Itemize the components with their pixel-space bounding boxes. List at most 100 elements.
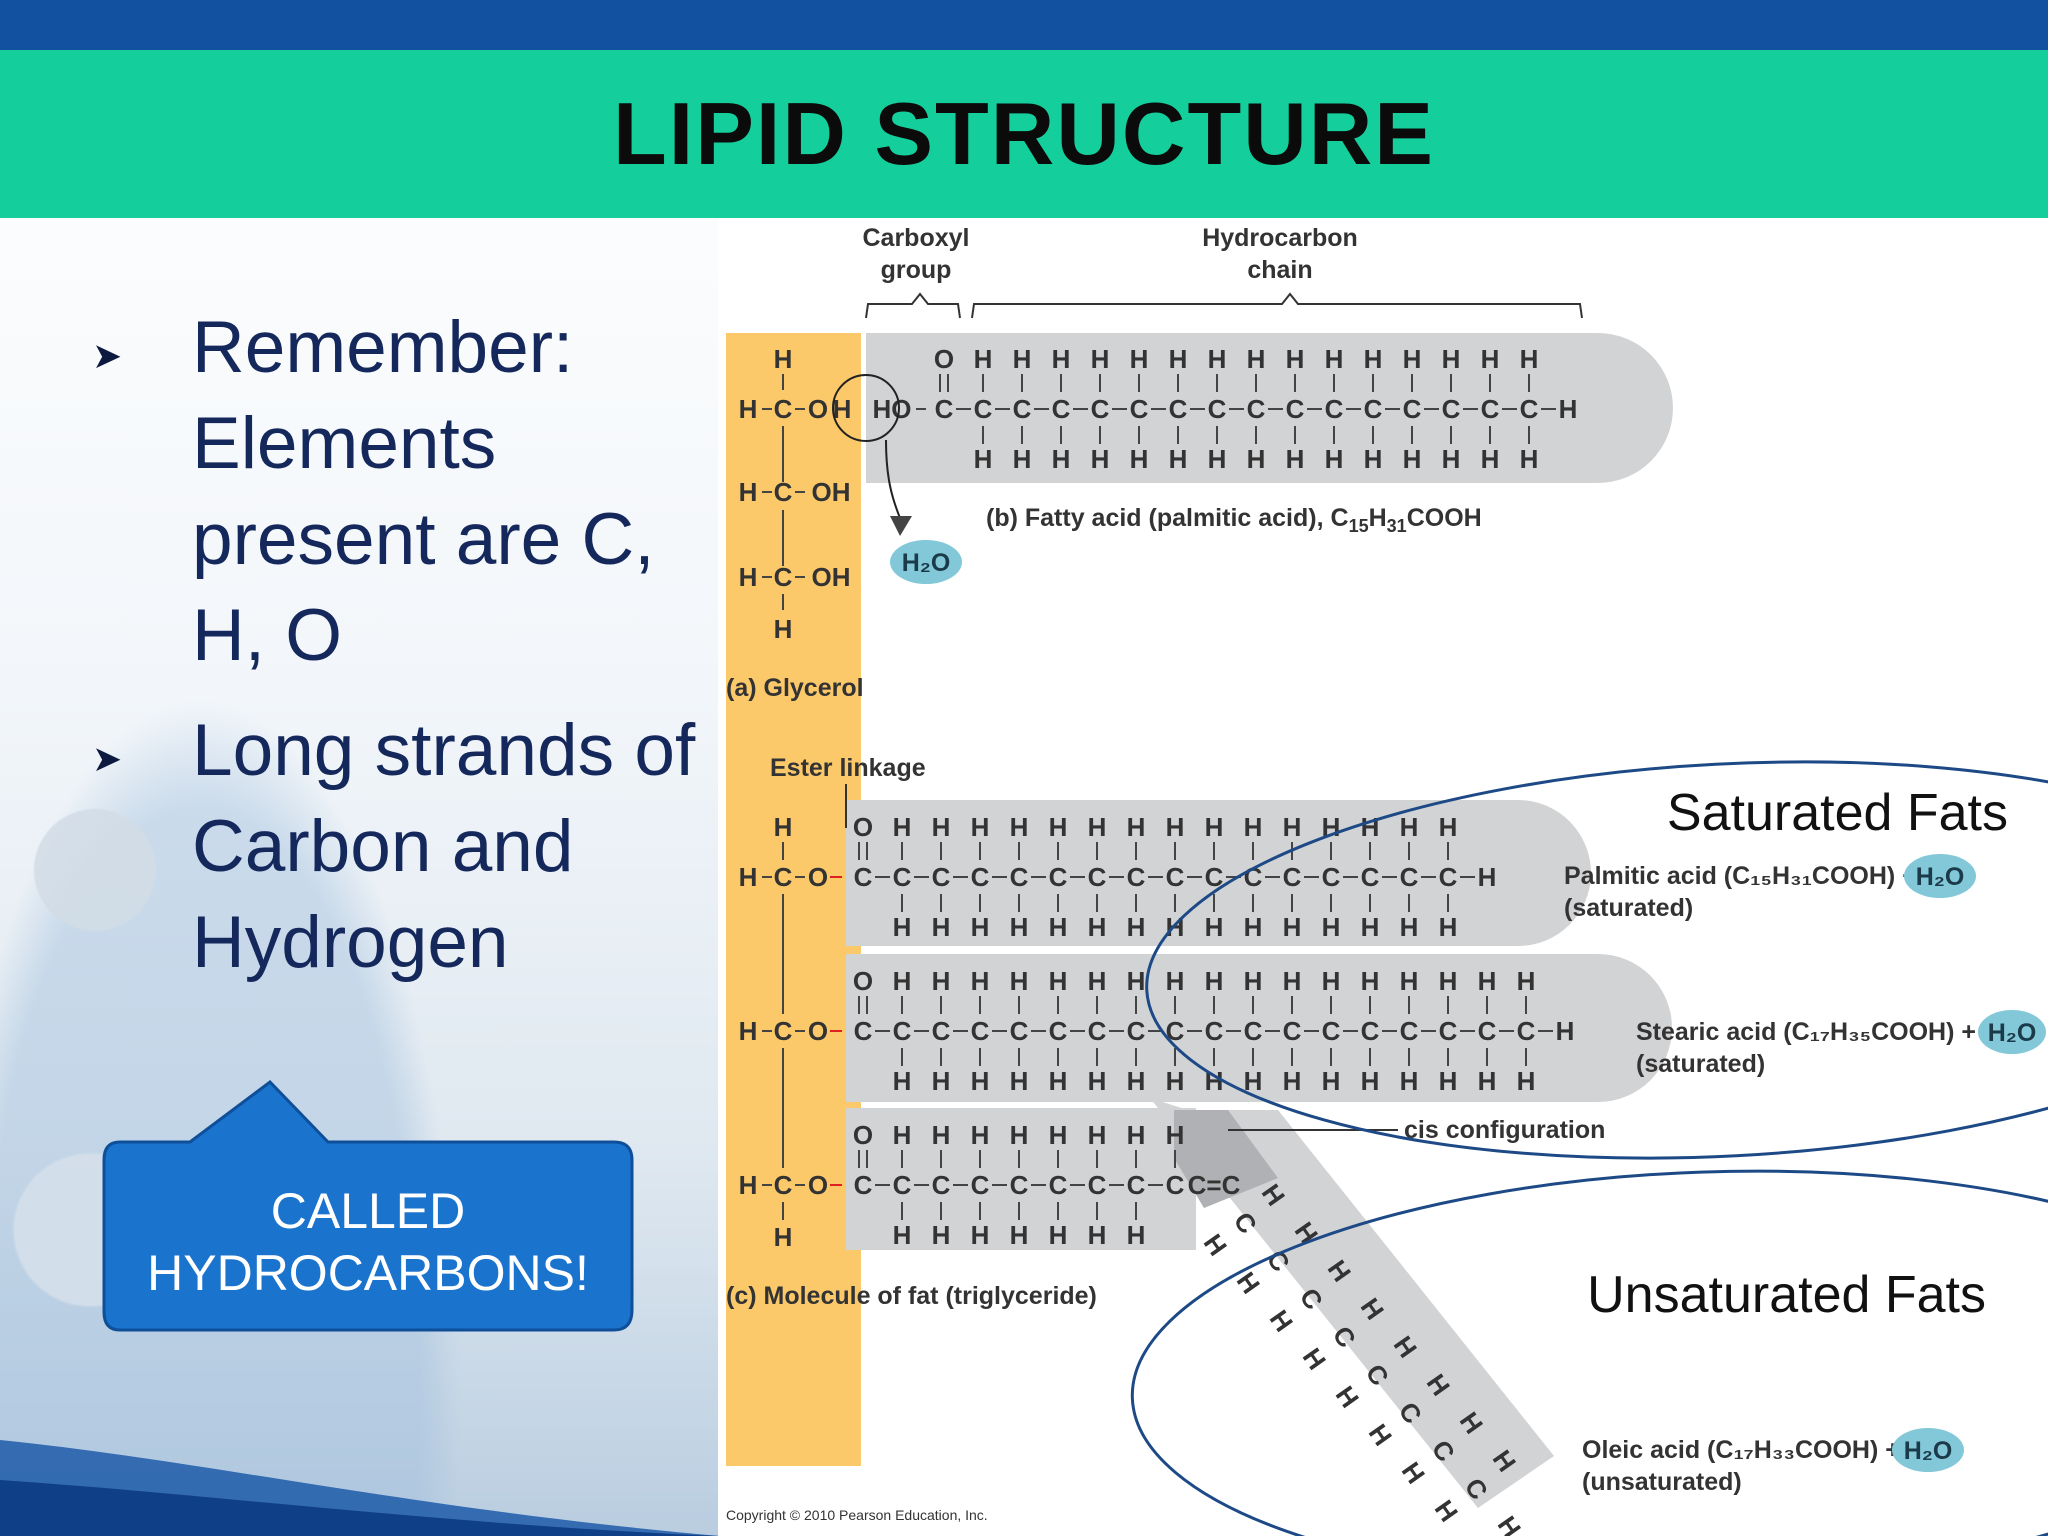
hydrogen-atom: H: [774, 1222, 793, 1252]
hydrogen-atom: H: [1442, 344, 1461, 374]
hydrogen-atom: H: [1010, 812, 1029, 842]
hydrogen-atom: H: [1361, 912, 1380, 942]
carbon-atom: C: [1361, 862, 1380, 892]
carbon-atom: C: [935, 394, 954, 424]
hydrogen-atom: H: [1049, 812, 1068, 842]
carbon-atom: C: [1400, 862, 1419, 892]
hydrogen-atom: H: [774, 614, 793, 644]
arrowhead-bullet-icon: ➤: [92, 335, 123, 376]
hydrogen-atom: H: [1127, 812, 1146, 842]
oxygen-atom: O: [808, 862, 828, 892]
carbon-atom: C: [1478, 1016, 1497, 1046]
water-bubble: [1892, 1428, 1964, 1472]
carbon-atom: C: [854, 1170, 873, 1200]
hydrogen-atom: H: [1264, 1305, 1299, 1338]
hydrogen-atom: H: [932, 1220, 951, 1250]
carbon-atom: C: [1166, 1016, 1185, 1046]
carbon-atom: C: [1205, 862, 1224, 892]
carbon-atom: C: [1088, 862, 1107, 892]
carbon-atom: C: [1283, 862, 1302, 892]
hydrogen-atom: H: [974, 444, 993, 474]
hydrogen-atom: H: [1010, 912, 1029, 942]
hydrogen-atom: H: [774, 344, 793, 374]
carbon-atom: C: [1439, 1016, 1458, 1046]
hydrogen-atom: H: [1052, 344, 1071, 374]
hydrocarbon-brace: [971, 292, 1583, 319]
carbon-atom: C: [1400, 1016, 1419, 1046]
hydroxyl-group: OH: [812, 477, 851, 507]
background-swoosh: [0, 1440, 720, 1536]
carbon-atom: C: [1166, 862, 1185, 892]
double-bond-carbons: C=C: [1188, 1170, 1241, 1200]
hydrogen-atom: H: [1286, 444, 1305, 474]
hydrogen-atom: H: [1088, 812, 1107, 842]
hydrogen-atom: H: [1400, 1066, 1419, 1096]
hydrogen-atom: H: [893, 966, 912, 996]
carbon-atom: C: [971, 1016, 990, 1046]
hydrogen-atom: H: [893, 1220, 912, 1250]
hydrogen-atom: H: [1049, 966, 1068, 996]
carbon-atom: C: [1088, 1016, 1107, 1046]
hydrogen-atom: H: [1244, 812, 1263, 842]
caption-glycerol: (a) Glycerol: [726, 674, 864, 702]
hydrogen-atom: H: [1439, 812, 1458, 842]
hydrogen-atom: H: [1363, 1419, 1398, 1452]
carbon-atom: C: [1244, 1016, 1263, 1046]
carbon-atom: C: [854, 862, 873, 892]
glycerol-backbone-c: [726, 802, 861, 1466]
carbon-atom: C: [893, 1170, 912, 1200]
carboxyl-label-2: group: [881, 256, 952, 284]
oxygen-atom: O: [853, 1120, 873, 1150]
hydrogen-atom: H: [739, 862, 758, 892]
hydrogen-atom: H: [1010, 1066, 1029, 1096]
water-label: H₂O: [1916, 863, 1965, 891]
hydrogen-atom: H: [971, 1066, 990, 1096]
hydrogen-atom: H: [1247, 444, 1266, 474]
hydrogen-atom: H: [893, 812, 912, 842]
hydrogen-atom: H: [1166, 1120, 1185, 1150]
saturated-fats-label: Saturated Fats: [1667, 784, 2008, 842]
carbon-atom: C: [1364, 394, 1383, 424]
oxygen-atom: O: [808, 394, 828, 424]
carbon-atom: C: [1517, 1016, 1536, 1046]
title-band: [0, 50, 2048, 218]
hydrogen-atom: H: [1429, 1495, 1464, 1528]
oleic-chain-bent: [1150, 1098, 1554, 1508]
caption-fatty-acid: (b) Fatty acid (palmitic acid), C15H31CO…: [986, 504, 1482, 536]
hydrogen-atom: H: [1400, 812, 1419, 842]
saturated-fats-ellipse: [1145, 760, 2048, 1160]
hydrogen-atom: H: [1322, 1066, 1341, 1096]
hydrogen-atom: H: [1481, 344, 1500, 374]
water-removal-circle: [832, 374, 900, 442]
carbon-atom: C: [1013, 394, 1032, 424]
carbon-atom: C: [1127, 1016, 1146, 1046]
hydrogen-atom: H: [739, 394, 758, 424]
callout-box: [102, 1080, 634, 1332]
hydrogen-atom: H: [932, 912, 951, 942]
carbon-atom: C: [1130, 394, 1149, 424]
carbon-atom: C: [1205, 1016, 1224, 1046]
hydrogen-atom: H: [1088, 912, 1107, 942]
hydrogen-atom: H: [1325, 444, 1344, 474]
water-bubble: [890, 540, 962, 584]
water-bubble: [1904, 854, 1976, 898]
carbon-atom: C: [774, 1170, 793, 1200]
carbon-atom: C: [1127, 1170, 1146, 1200]
carbon-atom: C: [1520, 394, 1539, 424]
hydrogen-atom: H: [1166, 966, 1185, 996]
hydrogen-atom: H: [1130, 444, 1149, 474]
callout-line-1: CALLED: [270, 1183, 466, 1239]
hydrogen-atom: H: [1049, 1220, 1068, 1250]
carbon-atom: C: [1481, 394, 1500, 424]
ester-linkage-label: Ester linkage: [770, 754, 926, 782]
hydrogen-atom: H: [1205, 912, 1224, 942]
hydrogen-atom: H: [1403, 444, 1422, 474]
water-label: H₂O: [902, 549, 951, 577]
carbon-atom: C: [1052, 394, 1071, 424]
oxygen-atom: O: [853, 812, 873, 842]
carbon-atom: C: [1127, 862, 1146, 892]
carbon-atom: C: [1322, 1016, 1341, 1046]
carbon-atom: C: [1322, 862, 1341, 892]
hydrogen-atom: H: [1231, 1267, 1266, 1300]
